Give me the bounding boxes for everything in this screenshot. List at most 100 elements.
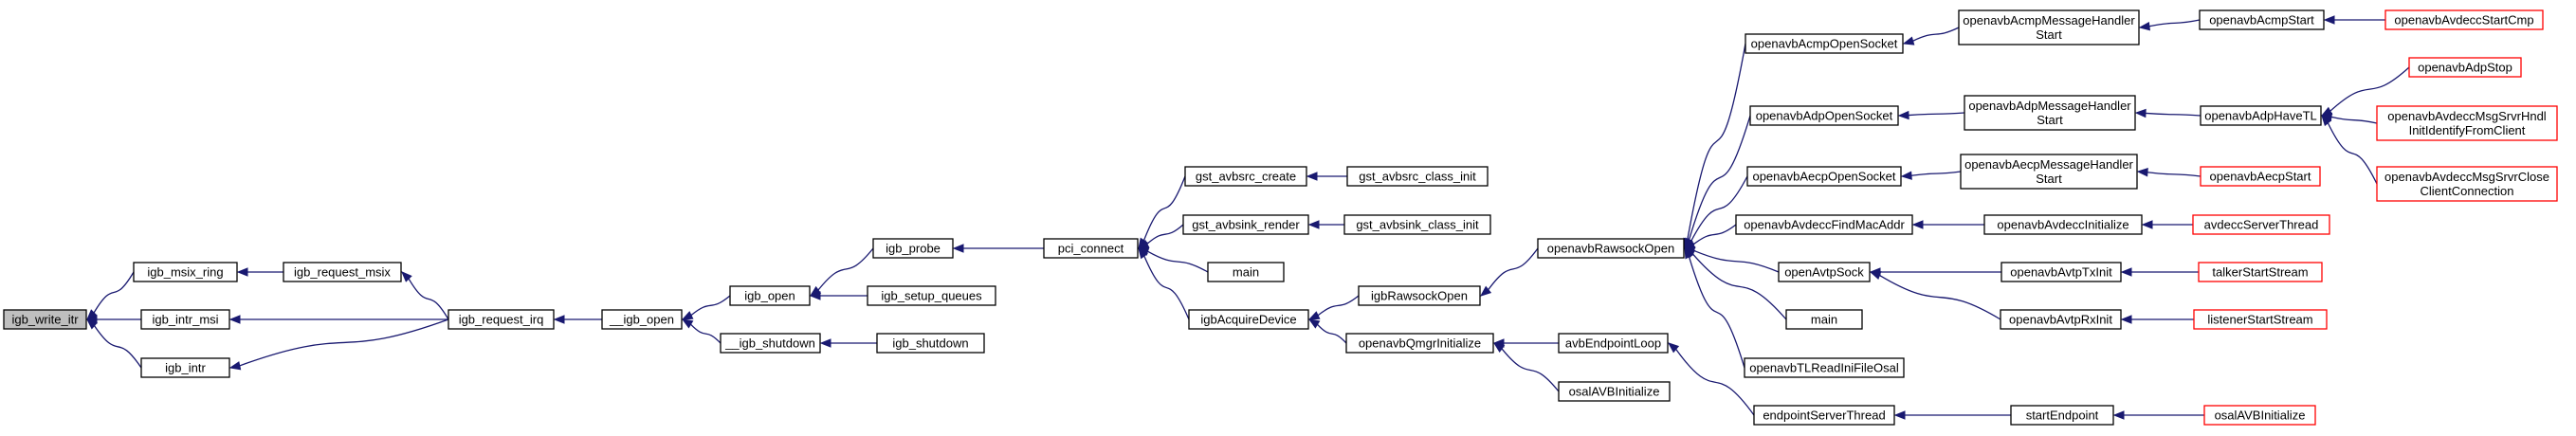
node-box — [3, 309, 87, 330]
node-box — [1188, 309, 1309, 330]
node-gst-avbsink-render[interactable]: gst_avbsink_render — [1182, 214, 1309, 235]
node-box — [1735, 214, 1913, 235]
edge-gst-avbsink-render-to-pci-connect — [1137, 224, 1184, 249]
edge-igb-rawsock-open-to-igb-acquire-device — [1307, 295, 1360, 320]
node-openavb-adp-have-tl[interactable]: openavbAdpHaveTL — [2200, 105, 2322, 126]
node-label: openavbAvdeccStartCmp — [2394, 13, 2533, 27]
node-gst-avbsink-class-init[interactable]: gst_avbsink_class_init — [1343, 214, 1491, 235]
edge-talker-start-stream-to-openavb-avtp-tx-init — [2120, 267, 2199, 277]
node-label: gst_avbsink_render — [1192, 218, 1300, 232]
node-box — [1043, 238, 1139, 259]
node-label: openavbAecpStart — [2210, 170, 2311, 184]
node-label: openavbAvtpTxInit — [2010, 265, 2112, 280]
node-openavb-qmgr-initialize[interactable]: openavbQmgrInitialize — [1345, 333, 1494, 354]
node-igb-msix-ring[interactable]: igb_msix_ring — [133, 262, 238, 282]
node-endpoint-server-thread[interactable]: endpointServerThread — [1753, 405, 1895, 426]
node-box — [876, 333, 985, 354]
edge-line — [1688, 256, 1745, 369]
node-openavb-adp-stop[interactable]: openavbAdpStop — [2408, 57, 2522, 78]
node-openavb-avdecc-start-cmp[interactable]: openavbAvdeccStartCmp — [2384, 9, 2544, 30]
node-igb-intr-msi[interactable]: igb_intr_msi — [140, 309, 230, 330]
node-openavb-avdecc-find-mac-addr[interactable]: openavbAvdeccFindMacAddr — [1735, 214, 1913, 235]
node-avb-endpoint-loop[interactable]: avbEndpointLoop — [1558, 333, 1669, 354]
node-box — [1345, 333, 1494, 354]
node-box — [2200, 105, 2322, 126]
node-igb-intr[interactable]: igb_intr — [140, 357, 230, 378]
node-label: openavbAvdeccMsgSrvrHndl — [2387, 109, 2547, 123]
node-igb-rawsock-open[interactable]: igbRawsockOpen — [1358, 285, 1481, 306]
node-igb-probe[interactable]: igb_probe — [872, 238, 954, 259]
node-igb-setup-queues[interactable]: igb_setup_queues — [867, 285, 996, 306]
node-openavb-aecp-open-socket[interactable]: openavbAecpOpenSocket — [1746, 166, 1902, 187]
node-igb-shutdown[interactable]: __igb_shutdown — [720, 333, 821, 354]
node-openavb-avtp-rx-init[interactable]: openavbAvtpRxInit — [2000, 309, 2122, 330]
arrowhead — [228, 361, 242, 371]
node-label: openavbAecpMessageHandler — [1964, 157, 2133, 172]
node-gst-avbsrc-create[interactable]: gst_avbsrc_create — [1184, 166, 1307, 187]
node-openavb-avdecc-msg-srvr-hndl-init-identify-from-client[interactable]: openavbAvdeccMsgSrvrHndlInitIdentifyFrom… — [2376, 105, 2558, 141]
node-openavb-adp-open-socket[interactable]: openavbAdpOpenSocket — [1749, 105, 1899, 126]
edge-openavb-aecp-start-to-openavb-aecp-message-handler-start — [2136, 168, 2201, 177]
node-label: openavbAdpMessageHandler — [1968, 99, 2131, 113]
edge-line — [690, 295, 731, 317]
node-box — [1358, 285, 1481, 306]
node-label: osalAVBInitialize — [1569, 385, 1660, 399]
node-box — [2376, 105, 2558, 141]
edge-pci-connect-to-igb-probe — [952, 244, 1044, 253]
node-box — [1753, 405, 1895, 426]
arrowhead — [2138, 21, 2151, 31]
node-osal-avbinitialize-2[interactable]: osalAVBInitialize — [2203, 405, 2316, 426]
edge-igb-acquire-device-to-pci-connect — [1138, 246, 1190, 320]
node-openavb-aecp-start[interactable]: openavbAecpStart — [2200, 166, 2321, 187]
arrowhead — [1902, 36, 1915, 45]
edge-line — [1317, 323, 1347, 344]
node-box — [2200, 166, 2321, 187]
edge-line — [1687, 43, 1746, 240]
node-openavb-tlread-ini-file-osal[interactable]: openavbTLReadIniFileOsal — [1744, 357, 1905, 378]
edge-openavb-acmp-start-to-openavb-acmp-message-handler-start — [2138, 19, 2201, 31]
node-label: igb_intr_msi — [152, 313, 218, 327]
node-label: openavbAvtpRxInit — [2009, 313, 2112, 327]
node-igb-request-irq[interactable]: igb_request_irq — [448, 309, 555, 330]
node-gst-avbsrc-class-init[interactable]: gst_avbsrc_class_init — [1346, 166, 1489, 187]
edge-open-avtp-sock-to-openavb-rawsock-open — [1683, 245, 1780, 273]
node-label: openavbTLReadIniFileOsal — [1749, 361, 1899, 375]
node-openavb-acmp-open-socket[interactable]: openavbAcmpOpenSocket — [1745, 33, 1904, 54]
node-igb-request-msix[interactable]: igb_request_msix — [283, 262, 402, 282]
node-label: igb_msix_ring — [147, 265, 223, 280]
node-box — [729, 285, 811, 306]
node-main-1[interactable]: main — [1207, 262, 1285, 282]
arrowhead — [1900, 171, 1912, 180]
node-label: main — [1811, 313, 1837, 327]
node-openavb-avdecc-msg-srvr-close-client-connection[interactable]: openavbAvdeccMsgSrvrCloseClientConnectio… — [2376, 166, 2558, 202]
node-openavb-acmp-start[interactable]: openavbAcmpStart — [2199, 9, 2325, 30]
node-openavb-avdecc-initialize[interactable]: openavbAvdeccInitialize — [1983, 214, 2143, 235]
node-igb-acquire-device[interactable]: igbAcquireDevice — [1188, 309, 1309, 330]
node-talker-start-stream[interactable]: talkerStartStream — [2198, 262, 2323, 282]
arrowhead — [1911, 220, 1924, 229]
arrowhead — [228, 315, 241, 324]
node-pci-connect[interactable]: pci_connect — [1043, 238, 1139, 259]
node-start-endpoint[interactable]: startEndpoint — [2010, 405, 2114, 426]
node-avdecc-server-thread[interactable]: avdeccServerThread — [2192, 214, 2330, 235]
node-box — [283, 262, 402, 282]
edge-openavb-adp-have-tl-to-openavb-adp-message-handler-start — [2134, 108, 2201, 118]
node-osal-avbinitialize-1[interactable]: osalAVBInitialize — [1558, 381, 1671, 402]
edge-line — [1908, 112, 1965, 117]
node-open-avtp-sock[interactable]: openAvtpSock — [1778, 262, 1871, 282]
edge-igb-shutdown-to-igb-shutdown — [819, 338, 878, 348]
node-label: gst_avbsrc_class_init — [1359, 170, 1476, 184]
node-igb-open[interactable]: igb_open — [729, 285, 811, 306]
node-igb-shutdown[interactable]: igb_shutdown — [876, 333, 985, 354]
node-igb-open[interactable]: __igb_open — [601, 309, 683, 330]
node-listener-start-stream[interactable]: listenerStartStream — [2193, 309, 2328, 330]
node-igb-write-itr[interactable]: igb_write_itr — [3, 309, 87, 330]
node-label: InitIdentifyFromClient — [2409, 123, 2526, 137]
node-label: openavbAcmpStart — [2209, 13, 2314, 27]
node-openavb-avtp-tx-init[interactable]: openavbAvtpTxInit — [2001, 262, 2122, 282]
node-main-2[interactable]: main — [1785, 309, 1863, 330]
node-openavb-rawsock-open[interactable]: openavbRawsockOpen — [1537, 238, 1685, 259]
